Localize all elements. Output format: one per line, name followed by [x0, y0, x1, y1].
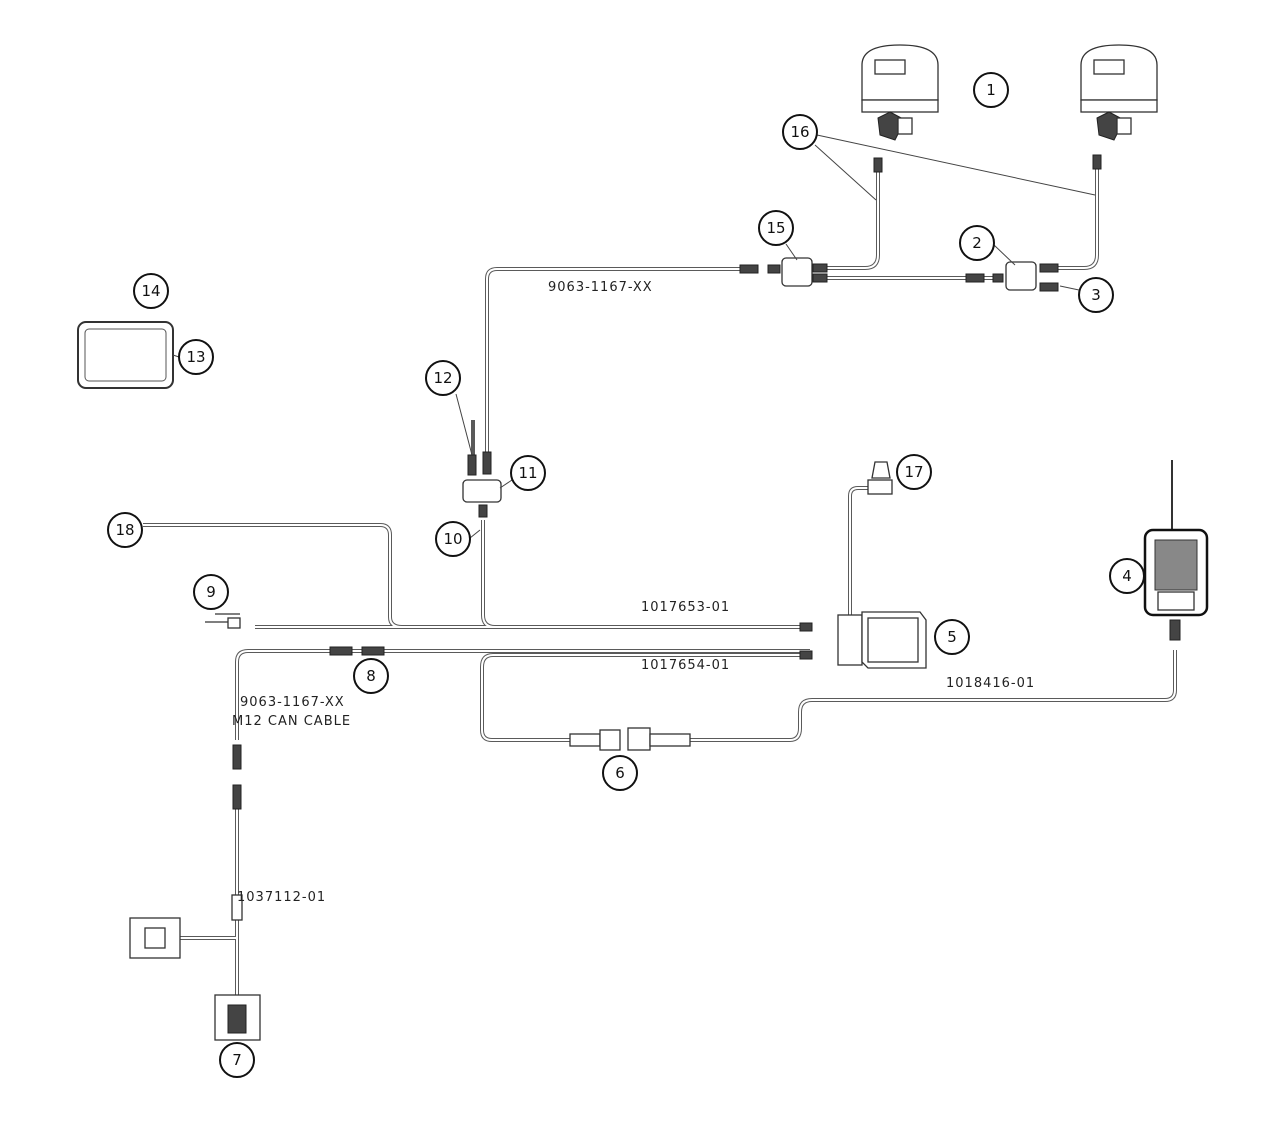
svg-text:14: 14 [141, 282, 160, 300]
svg-text:11: 11 [518, 464, 537, 482]
callout-7: 7 [219, 1042, 255, 1078]
radio-modem [1143, 460, 1209, 617]
callout-5: 5 [934, 619, 970, 655]
callouts: 1 2 3 4 5 6 7 8 9 10 11 12 13 14 15 16 1… [107, 72, 1145, 1078]
label-radio: 1018416-01 [946, 676, 1035, 691]
svg-text:17: 17 [904, 463, 923, 481]
cable-labels: 9063-1167-XX 1017653-01 1017654-01 10184… [232, 280, 1035, 905]
label-harness-b: 1017654-01 [641, 658, 730, 673]
label-can-name: M12 CAN CABLE [232, 714, 351, 729]
callout-6: 6 [602, 755, 638, 791]
svg-text:1: 1 [986, 81, 996, 99]
callout-15: 15 [758, 210, 794, 246]
svg-text:15: 15 [766, 219, 785, 237]
svg-text:10: 10 [443, 530, 462, 548]
callout-18: 18 [107, 512, 143, 548]
callout-14: 14 [133, 273, 169, 309]
callout-10: 10 [435, 521, 471, 557]
callout-11: 11 [510, 455, 546, 491]
callout-2: 2 [959, 225, 995, 261]
callout-13: 13 [178, 339, 214, 375]
svg-text:3: 3 [1091, 286, 1101, 304]
callout-3: 3 [1078, 277, 1114, 313]
svg-text:8: 8 [366, 667, 376, 685]
label-harness-a: 1017653-01 [641, 600, 730, 615]
callout-4: 4 [1109, 558, 1145, 594]
svg-text:7: 7 [232, 1051, 242, 1069]
svg-text:9: 9 [206, 583, 216, 601]
svg-text:6: 6 [615, 764, 625, 782]
svg-text:13: 13 [186, 348, 205, 366]
label-top-can: 9063-1167-XX [548, 280, 653, 295]
label-power: 1037112-01 [237, 890, 326, 905]
connectors [205, 154, 1181, 810]
callout-17: 17 [896, 454, 932, 490]
svg-text:4: 4 [1122, 567, 1132, 585]
power-connectors [129, 894, 261, 1041]
cables [143, 165, 1177, 1000]
callout-9: 9 [193, 574, 229, 610]
leader-lines [172, 134, 1096, 539]
gps-receiver-right [1080, 44, 1158, 141]
callout-8: 8 [353, 658, 389, 694]
gps-receiver-left [861, 44, 939, 141]
svg-text:18: 18 [115, 521, 134, 539]
display-terminal [77, 321, 174, 389]
control-module [837, 611, 927, 669]
svg-text:2: 2 [972, 234, 982, 252]
label-can-part: 9063-1167-XX [240, 695, 345, 710]
callout-1: 1 [973, 72, 1009, 108]
callout-12: 12 [425, 360, 461, 396]
svg-text:12: 12 [433, 369, 452, 387]
svg-text:5: 5 [947, 628, 957, 646]
callout-16: 16 [782, 114, 818, 150]
svg-text:16: 16 [790, 123, 809, 141]
